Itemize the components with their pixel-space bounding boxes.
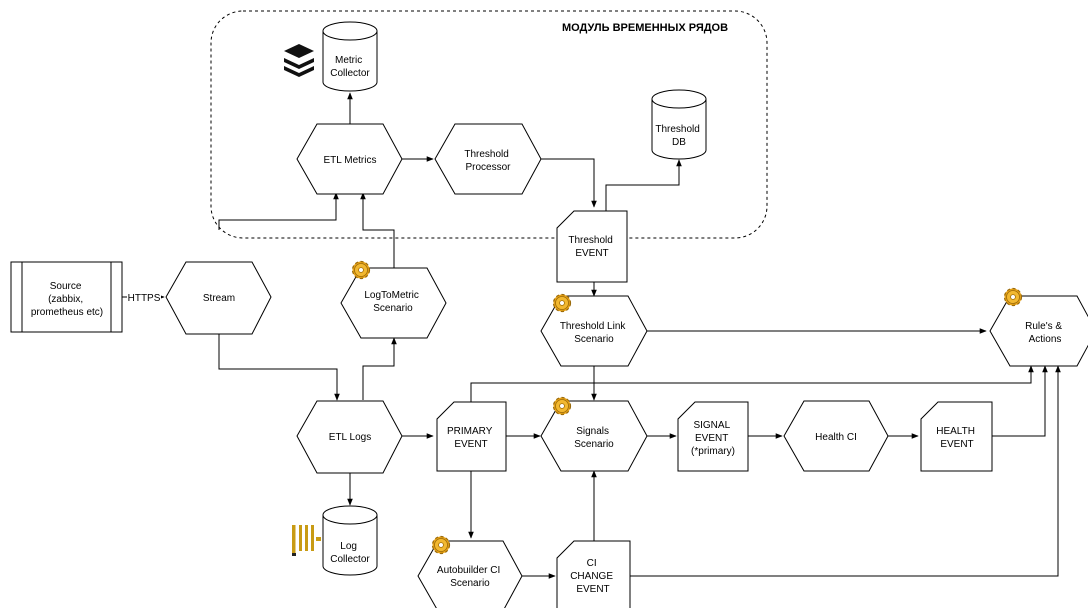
rules-actions-label-1: Rule's & [1025,321,1062,332]
ci-change-event-card[interactable]: CI CHANGE EVENT [556,540,631,608]
svg-text:Source (zabbix, pr: Source (zabbix, prometheus etc) [31,281,103,318]
svg-text:CI CHANGE EVENT: CI CHANGE EVENT [570,558,616,595]
etl-metrics-label: ETL Metrics [324,155,377,166]
logtometric-scenario-hexagon[interactable]: LogToMetric Scenario [340,267,447,339]
svg-text:SIGNAL EVENT (*pri: SIGNAL EVENT (*primary) [691,420,735,457]
autobuilder-label-1: Autobuilder CI [437,565,500,576]
https-label-bg [127,291,161,303]
health-event-label-1: HEALTH [936,426,975,437]
gear-icon [1003,287,1023,307]
threshold-db-cylinder[interactable]: Threshold DB [651,89,707,160]
ci-change-label-3: EVENT [576,584,609,595]
etl-metrics-hexagon[interactable]: ETL Metrics [296,123,403,195]
ci-change-label-2: CHANGE [570,571,613,582]
signal-event-label-2: EVENT [695,433,728,444]
log-bars-icon [292,525,321,556]
etl-logs-hexagon[interactable]: ETL Logs [296,400,403,474]
rules-actions-hexagon[interactable]: Rule's & Actions [989,295,1088,367]
health-ci-label: Health CI [815,432,857,443]
svg-text:Threshold EVENT: Threshold EVENT [568,235,615,259]
module-title: МОДУЛЬ ВРЕМЕННЫХ РЯДОВ [562,22,728,34]
log-collector-cylinder[interactable]: Log Collector [322,505,378,576]
edge-etl-logs-logtometric [362,337,397,400]
threshold-event-label-1: Threshold [568,235,612,246]
ci-change-label-1: CI [587,558,597,569]
log-collector-label-1: Log [340,541,357,552]
svg-text:Rule's & Actions: Rule's & Actions [1025,321,1065,345]
source-label-2: (zabbix, [48,294,83,305]
svg-text:HEALTH EVENT: HEALTH EVENT [936,426,978,450]
gear-icon [351,260,371,280]
svg-text:Health CI: Health CI [815,432,857,443]
svg-text:Threshold Link Scenario: Threshold Link Scenario [560,321,628,345]
logtometric-label-1: LogToMetric [364,290,418,301]
edge-stream-etl-logs [218,334,340,401]
logtometric-label-2: Scenario [373,303,413,314]
threshold-processor-hexagon[interactable]: Threshold Processor [434,123,542,195]
primary-event-label-2: EVENT [454,439,487,450]
signals-label-2: Scenario [574,439,614,450]
primary-event-card[interactable]: PRIMARY EVENT [436,401,507,472]
threshold-db-label-2: DB [672,137,686,148]
module-boundary [210,10,768,239]
health-ci-hexagon[interactable]: Health CI [783,400,889,472]
edge-health-event-rules [992,365,1048,437]
edge-threshold-processor-threshold-event [541,158,597,208]
primary-event-label-1: PRIMARY [447,426,493,437]
edge-threshold-event-threshold-db [605,159,682,211]
edge-stream-etl-metrics [218,192,339,230]
source-process[interactable]: Source (zabbix, prometheus etc) [10,261,123,333]
gear-icon [552,396,572,416]
signal-event-label-1: SIGNAL [693,420,730,431]
svg-text:Metric Collector: Metric Collector [330,55,370,79]
log-collector-label-2: Collector [330,554,370,565]
source-label-3: prometheus etc) [31,307,103,318]
autobuilder-ci-scenario-hexagon[interactable]: Autobuilder CI Scenario [417,540,523,608]
health-event-label-2: EVENT [940,439,973,450]
gear-icon [552,293,572,313]
svg-text:Autobuilder CI Scenario: Autobuilder CI Scenario [437,565,503,589]
source-label-1: Source [50,281,82,292]
signal-event-label-3: (*primary) [691,446,735,457]
metric-collector-label-1: Metric [335,55,362,66]
signals-scenario-hexagon[interactable]: Signals Scenario [540,400,648,472]
svg-text:Signals Scenario: Signals Scenario [574,426,614,450]
svg-text:Threshold Processor: Threshold Processor [464,149,511,173]
gear-icon [431,535,451,555]
svg-text:PRIMARY EVENT: PRIMARY EVENT [447,426,495,450]
stream-label: Stream [203,293,235,304]
svg-text:ETL Metrics: ETL Metrics [324,155,377,166]
threshold-link-label-2: Scenario [574,334,614,345]
https-label: HTTPS [128,293,161,304]
edge-logtometric-etl-metrics [360,192,395,268]
etl-logs-label: ETL Logs [329,432,371,443]
autobuilder-label-2: Scenario [450,578,490,589]
signal-event-card[interactable]: SIGNAL EVENT (*primary) [677,401,749,472]
stack-layers-icon [284,44,314,77]
threshold-processor-label-1: Threshold [464,149,508,160]
edge-ci-change-rules [630,365,1061,577]
edge-primary-event-rules [470,365,1034,402]
threshold-processor-label-2: Processor [465,162,511,173]
edges [122,92,1061,579]
health-event-card[interactable]: HEALTH EVENT [920,401,993,472]
signals-label-1: Signals [576,426,609,437]
rules-actions-label-2: Actions [1029,334,1062,345]
svg-text:Stream: Stream [203,293,235,304]
stream-hexagon[interactable]: Stream [165,261,272,335]
threshold-link-scenario-hexagon[interactable]: Threshold Link Scenario [540,295,648,367]
metric-collector-cylinder[interactable]: Metric Collector [322,21,378,92]
threshold-db-label-1: Threshold [655,124,699,135]
threshold-event-card[interactable]: Threshold EVENT [556,210,628,283]
threshold-event-label-2: EVENT [575,248,608,259]
svg-text:ETL Logs: ETL Logs [329,432,371,443]
metric-collector-label-2: Collector [330,68,370,79]
svg-text:Log Collector: Log Collector [330,541,370,565]
threshold-link-label-1: Threshold Link [560,321,627,332]
svg-text:LogToMetric Scenario: LogToMetric Scenario [364,290,421,314]
svg-text:Threshold DB: Threshold DB [655,124,702,148]
